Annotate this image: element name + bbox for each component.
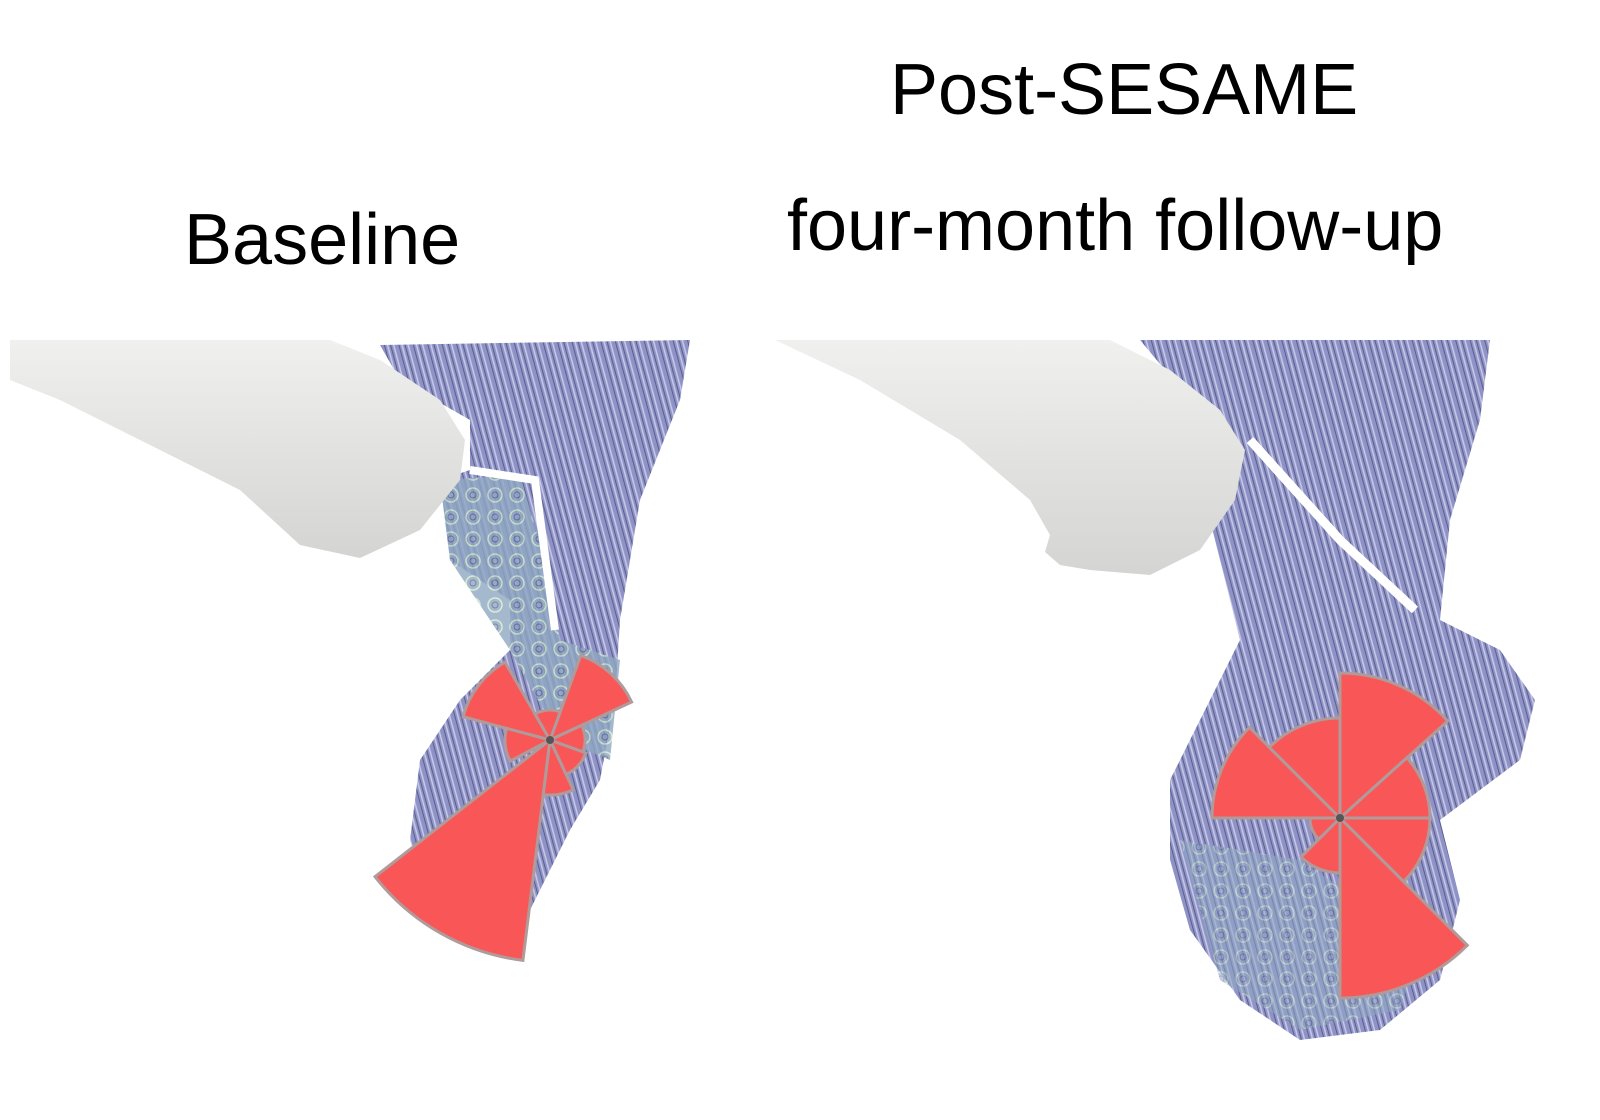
bone-follow-up [775, 340, 1245, 575]
rose-center [1336, 814, 1344, 822]
bone-baseline [10, 340, 465, 558]
rose-center [546, 736, 554, 744]
panel-title-post-sesame: Post-SESAME [890, 50, 1359, 130]
gap-line-baseline [469, 466, 559, 631]
follow-up-panel [775, 340, 1535, 1040]
rose-petal [461, 660, 554, 743]
rose-petal [372, 736, 552, 963]
rose-petal [547, 653, 634, 743]
rose-petal [1308, 816, 1344, 842]
rose-petal [1338, 814, 1470, 1000]
rose-petal [532, 708, 563, 744]
gap-line-follow-up [1246, 436, 1419, 614]
rose-petal [1338, 671, 1450, 822]
rose-petal [503, 726, 555, 764]
rose-petal [1210, 725, 1344, 820]
panel-title-baseline: Baseline [184, 200, 461, 280]
rose-petal [1298, 814, 1342, 875]
rose-diagram-baseline [372, 653, 634, 963]
rose-diagram-follow-up [1210, 671, 1470, 1000]
panel-subtitle-follow-up: four-month follow-up [787, 186, 1444, 266]
baseline-panel [10, 340, 690, 963]
rose-petal [541, 734, 576, 797]
rose-petal [1267, 716, 1342, 822]
